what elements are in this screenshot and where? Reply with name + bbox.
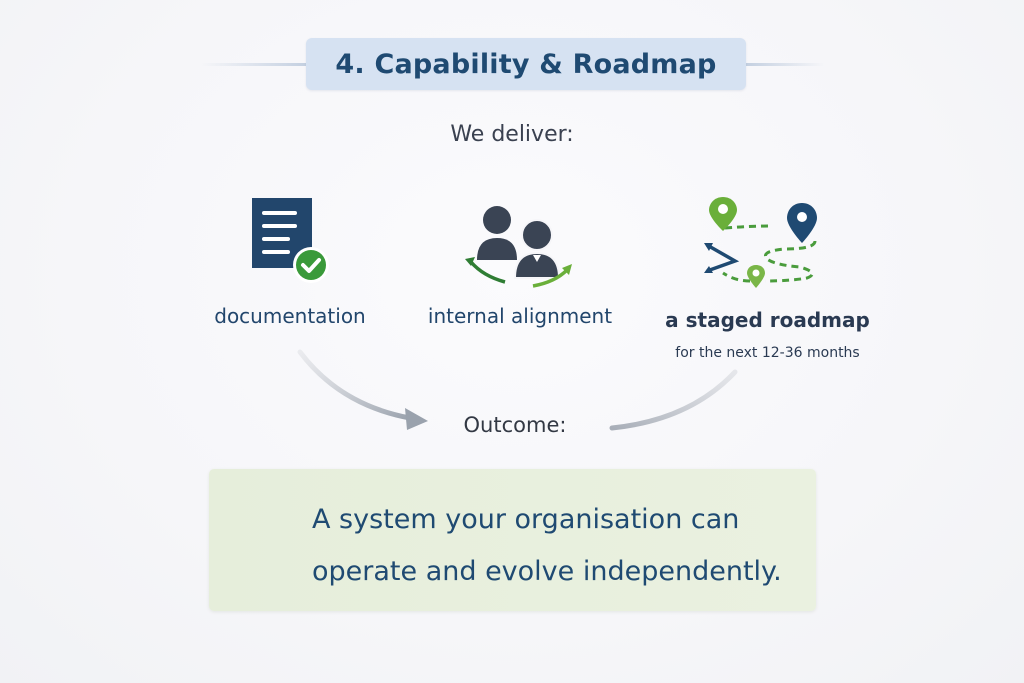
outcome-heading: Outcome: [463, 413, 567, 437]
deliverable-roadmap-label: a staged roadmap [665, 308, 870, 332]
section-title: 4. Capability & Roadmap [335, 48, 717, 80]
right-flow-curve [609, 369, 738, 431]
title-rule-left [200, 63, 308, 66]
left-flow-arrow [297, 349, 413, 421]
outcome-panel [209, 469, 816, 611]
section-title-banner: 4. Capability & Roadmap [306, 38, 746, 90]
deliverable-roadmap-sublabel: for the next 12-36 months [675, 345, 860, 361]
roadmap-pins-icon [704, 197, 817, 288]
deliverable-alignment-label: internal alignment [427, 304, 613, 328]
outcome-statement: A system your organisation can operate a… [312, 494, 822, 598]
deliverable-documentation-label: documentation [214, 304, 366, 328]
deliver-heading: We deliver: [450, 122, 574, 147]
document-check-icon [252, 198, 329, 283]
left-arrowhead [405, 408, 428, 430]
title-rule-right [745, 63, 825, 66]
outcome-line-2: operate and evolve independently. [312, 556, 782, 587]
outcome-line-1: A system your organisation can [312, 504, 740, 535]
people-alignment-icon [465, 206, 572, 288]
